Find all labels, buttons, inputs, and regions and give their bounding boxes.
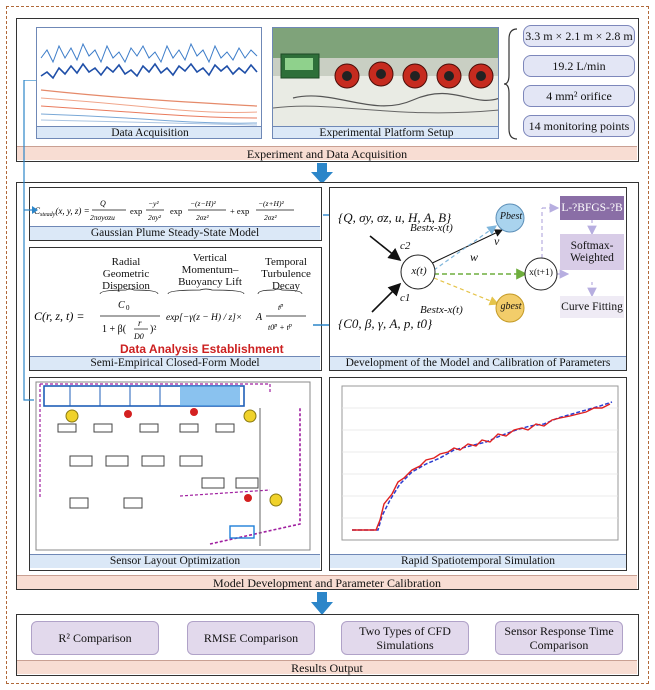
- svg-text:r: r: [138, 318, 142, 328]
- svg-text:D0: D0: [133, 332, 144, 341]
- svg-text:−(z−H)²: −(z−H)²: [190, 199, 216, 208]
- svg-text:2σz²: 2σz²: [196, 213, 209, 222]
- svg-text:exp: exp: [170, 206, 182, 216]
- svg-text:1 + β(: 1 + β(: [102, 324, 127, 335]
- svg-text:exp[−γ(z − H) / z]×: exp[−γ(z − H) / z]×: [166, 312, 242, 323]
- outer-frame: [6, 6, 649, 684]
- development-panel: {Q, σy, σz, u, H, A, B} {C0, β, γ, A, p,…: [329, 187, 627, 371]
- specs-brace: [503, 28, 518, 140]
- gaussian-formula: Csteady(x, y, z) = Q 2πσyσzu exp −y² 2σy…: [34, 199, 294, 222]
- spec-monitoring-points: 14 monitoring points: [523, 115, 635, 137]
- svg-text:2σz²: 2σz²: [264, 213, 277, 222]
- node-gbest: gbest: [500, 301, 522, 312]
- header-temporal: Temporal Turbulence Decay: [261, 256, 311, 292]
- result-response-time: Sensor Response Time Comparison: [495, 621, 623, 655]
- svg-text:C: C: [118, 300, 125, 311]
- softmax-box: Softmax-Weighted: [560, 234, 624, 270]
- param-set-2: {C0, β, γ, A, p, t0}: [338, 316, 433, 331]
- semi-empirical-caption: Semi-Empirical Closed-Form Model: [30, 356, 320, 370]
- data-acquisition-caption: Data Acquisition: [37, 126, 261, 138]
- label-w: w: [470, 250, 479, 264]
- svg-text:A: A: [255, 312, 263, 323]
- arrow-down-2: [311, 592, 333, 615]
- simulation-plot: [341, 385, 619, 541]
- curve-fitting-box: Curve Fitting: [560, 296, 624, 318]
- simulation-caption: Rapid Spatiotemporal Simulation: [330, 554, 626, 568]
- platform-caption: Experimental Platform Setup: [273, 126, 498, 138]
- svg-text:exp: exp: [130, 206, 142, 216]
- svg-text:tp: tp: [278, 303, 283, 312]
- section-experiment-title: Experiment and Data Acquisition: [17, 146, 637, 161]
- svg-text:2πσyσzu: 2πσyσzu: [90, 213, 115, 222]
- node-xt1: x(t+1): [529, 268, 553, 278]
- label-bestx-top: Bestx-x(t): [410, 222, 453, 234]
- result-r2: R² Comparison: [31, 621, 159, 655]
- svg-text:Q: Q: [100, 199, 106, 208]
- section-model-title: Model Development and Parameter Calibrat…: [17, 575, 637, 590]
- header-vertical: Vertical Momentum–Buoyancy Lift: [178, 252, 242, 288]
- svg-text:2σy²: 2σy²: [148, 213, 162, 222]
- header-radial: Radial Geometric Dispersion: [102, 256, 150, 292]
- pso-diagram: [369, 203, 597, 323]
- platform-thumb: Experimental Platform Setup: [272, 27, 499, 139]
- development-caption: Development of the Model and Calibration…: [330, 356, 626, 370]
- gaussian-caption: Gaussian Plume Steady-State Model: [30, 226, 320, 240]
- svg-text:0: 0: [126, 304, 130, 312]
- spec-flow-rate: 19.2 L/min: [523, 55, 635, 77]
- svg-text:t0p + tp: t0p + tp: [268, 323, 292, 332]
- sensor-panel: Sensor Layout Optimization: [29, 377, 322, 571]
- sensor-caption: Sensor Layout Optimization: [30, 554, 320, 568]
- left-connector: [23, 80, 38, 401]
- data-analysis-label: Data Analysis Establishment: [120, 342, 284, 356]
- svg-text:C(r, z, t) =: C(r, z, t) =: [34, 309, 84, 323]
- section-results: R² Comparison RMSE Comparison Two Types …: [16, 614, 639, 676]
- svg-text:−(z+H)²: −(z+H)²: [258, 199, 284, 208]
- simulation-panel: Rapid Spatiotemporal Simulation: [329, 377, 627, 571]
- platform-photo: [273, 28, 498, 126]
- gaussian-panel: Csteady(x, y, z) = Q 2πσyσzu exp −y² 2σy…: [29, 187, 322, 241]
- spec-dimensions: 3.3 m × 2.1 m × 2.8 m: [523, 25, 635, 47]
- sensor-layout-plan: [35, 381, 311, 551]
- semi-empirical-panel: Radial Geometric Dispersion Vertical Mom…: [29, 247, 322, 371]
- data-acquisition-thumb: Data Acquisition: [36, 27, 262, 139]
- arrow-down-1: [311, 163, 333, 184]
- section-experiment: Data Acquisition Experimental Platform S…: [16, 18, 639, 162]
- section-results-title: Results Output: [17, 660, 637, 675]
- section-model: Csteady(x, y, z) = Q 2πσyσzu exp −y² 2σy…: [16, 182, 639, 590]
- param-set-1: {Q, σy, σz, u, H, A, B}: [338, 210, 452, 225]
- lbfgsb-box: L-?BFGS-?B: [560, 196, 624, 220]
- svg-text:)²: )²: [150, 324, 156, 335]
- data-acquisition-plot: [37, 28, 261, 128]
- label-c2: c2: [400, 240, 411, 252]
- svg-text:−y²: −y²: [148, 199, 159, 208]
- label-bestx-bottom: Bestx-x(t): [420, 304, 463, 316]
- label-v: v: [494, 234, 500, 248]
- result-cfd: Two Types of CFD Simulations: [341, 621, 469, 655]
- node-pbest: Pbest: [499, 211, 523, 222]
- label-c1: c1: [400, 292, 411, 304]
- result-rmse: RMSE Comparison: [187, 621, 315, 655]
- node-xt: x(t): [411, 265, 427, 277]
- spec-orifice: 4 mm² orifice: [523, 85, 635, 107]
- svg-text:+ exp: + exp: [230, 206, 249, 216]
